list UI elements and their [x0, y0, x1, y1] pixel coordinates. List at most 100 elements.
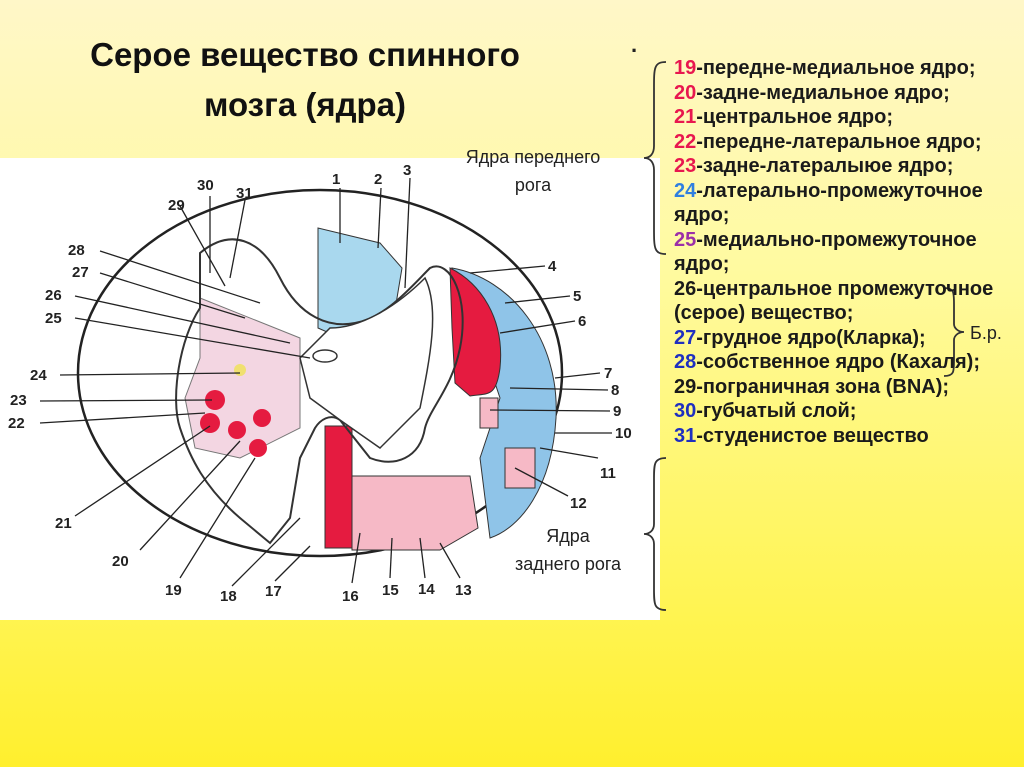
- anterior-horn-label: Ядра переднего рога: [428, 143, 638, 199]
- legend-item-text: -собственное ядро (Кахаля);: [696, 351, 980, 373]
- diagram-number-11: 11: [600, 465, 616, 482]
- br-label: Б.р.: [970, 323, 1002, 343]
- diagram-number-15: 15: [382, 582, 399, 599]
- legend-item-number: 20: [674, 81, 697, 104]
- diagram-number-7: 7: [604, 365, 612, 382]
- anterior-horn-label-line2: рога: [514, 175, 552, 195]
- slide-title: Серое вещество спинного мозга (ядра): [0, 30, 610, 130]
- nucleus-23: [249, 439, 267, 457]
- legend-item: 28-собственное ядро (Кахаля);: [674, 350, 1019, 375]
- legend-item-text: -передне-медиальное ядро;: [696, 57, 976, 79]
- legend-item-text: -пограничная зона (BNA);: [696, 375, 950, 398]
- legend-item: 22-передне-латеральное ядро;: [674, 130, 1019, 155]
- diagram-number-12: 12: [570, 495, 587, 512]
- diagram-number-13: 13: [455, 582, 472, 599]
- diagram-number-28: 28: [68, 242, 85, 259]
- legend-item-number: 30: [674, 400, 697, 422]
- legend-item: 24-латерально-промежуточное ядро;: [674, 179, 1019, 228]
- legend-item-text: -задне-латералыюе ядро;: [696, 155, 954, 177]
- diagram-number-21: 21: [55, 515, 72, 532]
- leader-lines: [39, 177, 612, 587]
- legend-item: 20-задне-медиальное ядро;: [674, 81, 1019, 106]
- posterior-tract-red: [324, 425, 353, 549]
- legend-item-number: 19: [674, 57, 697, 79]
- legend-item: 29-пограничная зона (BNA);: [674, 375, 1019, 400]
- legend-item: 27-грудное ядро(Кларка);: [674, 326, 1019, 351]
- diagram-number-26: 26: [45, 287, 62, 304]
- nucleus-22: [253, 409, 271, 427]
- spinal-cord-diagram: 1 2 3 4 5 6 7 8 9 10 11 12 13 14 15 16 1…: [0, 158, 660, 620]
- patch-9: [479, 397, 499, 429]
- posterior-horn-brace: [643, 457, 667, 611]
- legend-item: 26-центральное промежуточное (серое) вещ…: [674, 277, 1019, 326]
- legend-item-number: 24: [674, 179, 697, 202]
- diagram-number-8: 8: [611, 382, 619, 399]
- legend-item-number: 22: [674, 130, 697, 153]
- legend-item: 31-студенистое вещество: [674, 424, 1019, 449]
- legend-item-text: -губчатый слой;: [696, 400, 857, 422]
- diagram-number-labels: 1 2 3 4 5 6 7 8 9 10 11 12 13 14 15 16 1…: [8, 162, 632, 605]
- diagram-number-31: 31: [236, 185, 253, 202]
- legend-item-number: 31: [674, 424, 697, 447]
- lateral-tract-red: [449, 267, 502, 397]
- gray-matter-outline: [175, 238, 464, 545]
- diagram-number-30: 30: [197, 177, 214, 194]
- legend-item-text: -центральное ядро;: [696, 106, 893, 128]
- patch-11: [504, 447, 536, 489]
- diagram-number-1: 1: [332, 171, 340, 188]
- posterior-funiculus-pink: [351, 475, 479, 551]
- diagram-number-10: 10: [615, 425, 632, 442]
- diagram-number-29: 29: [168, 197, 185, 214]
- legend-item: 23-задне-латералыюе ядро;: [674, 154, 1019, 179]
- legend-item: 19-передне-медиальное ядро;: [674, 56, 1019, 81]
- legend-item-number: 23: [674, 155, 697, 177]
- diagram-number-18: 18: [220, 588, 237, 605]
- diagram-number-4: 4: [548, 258, 557, 275]
- nucleus-20: [200, 413, 220, 433]
- legend-item-text: -студенистое вещество: [696, 424, 929, 447]
- title-line-1: Серое вещество спинного: [90, 36, 520, 73]
- diagram-number-22: 22: [8, 415, 25, 432]
- posterior-horn-label-line2: заднего рога: [514, 554, 622, 574]
- diagram-number-2: 2: [374, 171, 382, 188]
- legend-item: 30-губчатый слой;: [674, 399, 1019, 424]
- legend-item-number: 26: [674, 277, 697, 300]
- nuclei-legend: 19-передне-медиальное ядро;20-задне-меди…: [674, 56, 1019, 448]
- br-brace: [943, 287, 965, 377]
- spinal-cord-cross-section: 1 2 3 4 5 6 7 8 9 10 11 12 13 14 15 16 1…: [8, 162, 632, 605]
- anterior-horn-brace: [643, 61, 667, 255]
- posterior-horn-label-line1: Ядра: [546, 526, 590, 546]
- posterior-horn-label: Ядра заднего рога: [478, 522, 658, 578]
- nucleus-24: [234, 364, 246, 376]
- central-gray: [299, 276, 434, 449]
- diagram-number-5: 5: [573, 288, 581, 305]
- diagram-number-14: 14: [418, 581, 435, 598]
- diagram-number-25: 25: [45, 310, 62, 327]
- diagram-number-3: 3: [403, 162, 411, 179]
- legend-item-number: 25: [674, 228, 697, 251]
- diagram-number-9: 9: [613, 403, 621, 420]
- legend-item-text: -грудное ядро(Кларка);: [696, 326, 926, 349]
- diagram-number-17: 17: [265, 583, 282, 600]
- legend-item-text: -передне-латеральное ядро;: [696, 130, 982, 153]
- legend-item-number: 21: [674, 106, 697, 128]
- diagram-number-6: 6: [578, 313, 586, 330]
- nucleus-21: [228, 421, 246, 439]
- anterior-horn-label-line1: Ядра переднего: [465, 147, 601, 167]
- diagram-number-19: 19: [165, 582, 182, 599]
- diagram-number-16: 16: [342, 588, 359, 605]
- legend-item-text: -латерально-промежуточное ядро;: [674, 179, 983, 227]
- title-line-2: мозга (ядра): [203, 86, 407, 123]
- nucleus-19: [205, 390, 225, 410]
- legend-item-text: -задне-медиальное ядро;: [696, 81, 950, 104]
- legend-item: 25-медиально-промежуточное ядро;: [674, 228, 1019, 277]
- legend-item: 21-центральное ядро;: [674, 105, 1019, 130]
- diagram-number-27: 27: [72, 264, 89, 281]
- diagram-number-23: 23: [10, 392, 27, 409]
- central-canal: [312, 349, 338, 363]
- legend-item-text: -центральное промежуточное (серое) вещес…: [674, 277, 994, 325]
- legend-item-number: 28: [674, 351, 697, 373]
- diagram-number-20: 20: [112, 553, 129, 570]
- legend-item-number: 29: [674, 375, 697, 398]
- legend-item-text: -медиально-промежуточное ядро;: [674, 228, 977, 276]
